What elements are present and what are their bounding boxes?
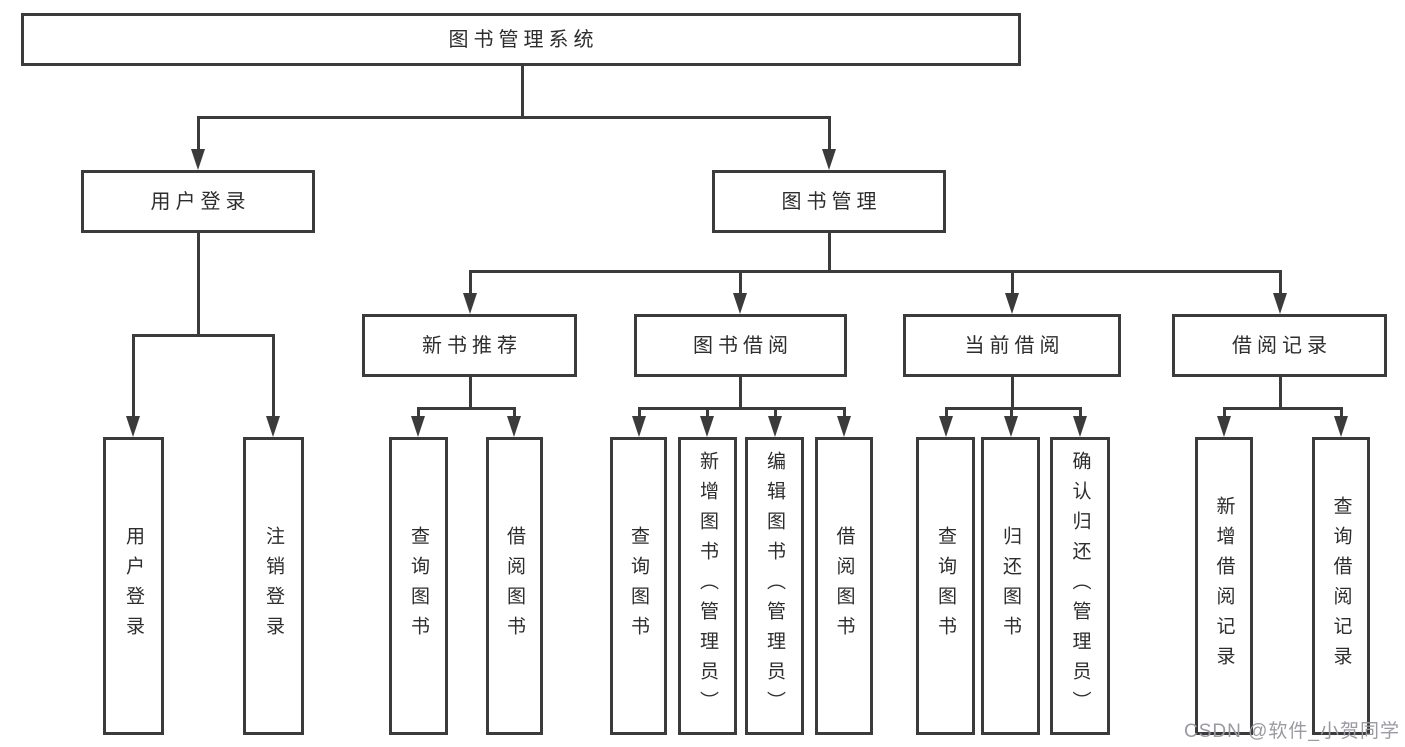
node-label: 确认归还（管理员） bbox=[1069, 451, 1091, 721]
arrowhead-down-icon bbox=[733, 293, 747, 314]
node-edit-books-admin: 编辑图书（管理员） bbox=[745, 437, 804, 735]
connector-line bbox=[468, 377, 472, 408]
node-label: 图书管理系统 bbox=[448, 28, 599, 51]
connector-line bbox=[512, 408, 516, 421]
connector-line bbox=[520, 66, 524, 117]
node-book-mgmt: 图书管理 bbox=[712, 170, 946, 233]
node-new-book-rec: 新书推荐 bbox=[362, 314, 577, 377]
node-label: 用户登录 bbox=[123, 526, 144, 646]
connector-line bbox=[1278, 271, 1282, 298]
arrowhead-down-icon bbox=[837, 416, 851, 437]
connector-line bbox=[944, 408, 948, 421]
connector-line bbox=[271, 335, 275, 421]
node-label: 查询图书 bbox=[628, 526, 649, 646]
connector-line bbox=[1222, 406, 1343, 410]
watermark-text: CSDN @软件_小贺同学 bbox=[1184, 721, 1400, 742]
node-label: 归还图书 bbox=[1000, 526, 1021, 646]
connector-line bbox=[827, 117, 831, 154]
arrowhead-down-icon bbox=[1073, 416, 1087, 437]
connector-line bbox=[196, 233, 200, 335]
connector-line bbox=[842, 408, 846, 421]
connector-line bbox=[468, 269, 1282, 273]
arrowhead-down-icon bbox=[1273, 293, 1287, 314]
connector-line bbox=[738, 271, 742, 298]
node-label: 借阅图书 bbox=[833, 526, 855, 646]
node-query-borrow-record: 查询借阅记录 bbox=[1312, 437, 1370, 735]
node-label: 借阅图书 bbox=[504, 526, 525, 646]
connector-line bbox=[1078, 408, 1082, 421]
node-query-books-current: 查询图书 bbox=[916, 437, 975, 735]
node-label: 查询图书 bbox=[935, 526, 956, 646]
node-borrow-books-leaf: 借阅图书 bbox=[815, 437, 873, 735]
arrowhead-down-icon bbox=[126, 416, 140, 437]
node-book-borrow: 图书借阅 bbox=[634, 314, 847, 377]
node-return-books: 归还图书 bbox=[981, 437, 1040, 735]
node-borrow-books-rec: 借阅图书 bbox=[486, 437, 543, 735]
connector-line bbox=[705, 408, 709, 421]
connector-line bbox=[131, 333, 275, 337]
arrowhead-down-icon bbox=[507, 416, 521, 437]
arrowhead-down-icon bbox=[939, 416, 953, 437]
connector-line bbox=[416, 406, 516, 410]
arrowhead-down-icon bbox=[768, 416, 782, 437]
node-borrow-records: 借阅记录 bbox=[1172, 314, 1387, 377]
connector-line bbox=[944, 406, 1082, 410]
connector-line bbox=[1010, 271, 1014, 298]
connector-line bbox=[637, 408, 641, 421]
node-label: 查询图书 bbox=[408, 526, 429, 646]
arrowhead-down-icon bbox=[1217, 416, 1231, 437]
connector-line bbox=[196, 115, 831, 119]
node-label: 借阅记录 bbox=[1232, 334, 1332, 357]
arrowhead-down-icon bbox=[1334, 416, 1348, 437]
node-label: 查询借阅记录 bbox=[1330, 496, 1352, 676]
connector-line bbox=[1222, 408, 1226, 421]
node-confirm-return-admin: 确认归还（管理员） bbox=[1050, 437, 1110, 735]
connector-line bbox=[1009, 408, 1013, 421]
arrowhead-down-icon bbox=[1005, 293, 1019, 314]
node-query-books-rec: 查询图书 bbox=[389, 437, 448, 735]
connector-line bbox=[827, 233, 831, 271]
connector-line bbox=[773, 408, 777, 421]
node-label: 新增借阅记录 bbox=[1213, 496, 1235, 676]
arrowhead-down-icon bbox=[822, 149, 836, 170]
arrowhead-down-icon bbox=[1004, 416, 1018, 437]
arrowhead-down-icon bbox=[463, 293, 477, 314]
connector-line bbox=[1010, 377, 1014, 408]
node-user-login-leaf: 用户登录 bbox=[103, 437, 164, 735]
connector-line bbox=[738, 377, 742, 408]
node-label: 图书管理 bbox=[781, 190, 882, 213]
arrowhead-down-icon bbox=[266, 416, 280, 437]
node-label: 当前借阅 bbox=[964, 334, 1065, 357]
node-logout-leaf: 注销登录 bbox=[243, 437, 304, 735]
node-add-borrow-record: 新增借阅记录 bbox=[1195, 437, 1253, 735]
node-user-login: 用户登录 bbox=[81, 170, 315, 233]
arrowhead-down-icon bbox=[411, 416, 425, 437]
arrowhead-down-icon bbox=[191, 149, 205, 170]
connector-line bbox=[468, 271, 472, 298]
node-root: 图书管理系统 bbox=[21, 13, 1021, 66]
connector-line bbox=[196, 117, 200, 154]
node-label: 编辑图书（管理员） bbox=[764, 451, 785, 721]
connector-line bbox=[416, 408, 420, 421]
node-add-books-admin: 新增图书（管理员） bbox=[678, 437, 737, 735]
node-label: 图书借阅 bbox=[693, 334, 793, 357]
node-label: 新增图书（管理员） bbox=[697, 451, 718, 721]
node-current-borrow: 当前借阅 bbox=[903, 314, 1121, 377]
arrowhead-down-icon bbox=[700, 416, 714, 437]
node-label: 用户登录 bbox=[150, 190, 251, 213]
connector-line bbox=[1339, 408, 1343, 421]
node-label: 新书推荐 bbox=[422, 334, 522, 357]
connector-line bbox=[131, 335, 135, 421]
node-label: 注销登录 bbox=[263, 526, 284, 646]
node-query-books-borrow: 查询图书 bbox=[610, 437, 667, 735]
connector-line bbox=[1278, 377, 1282, 408]
connector-line bbox=[637, 406, 846, 410]
arrowhead-down-icon bbox=[632, 416, 646, 437]
